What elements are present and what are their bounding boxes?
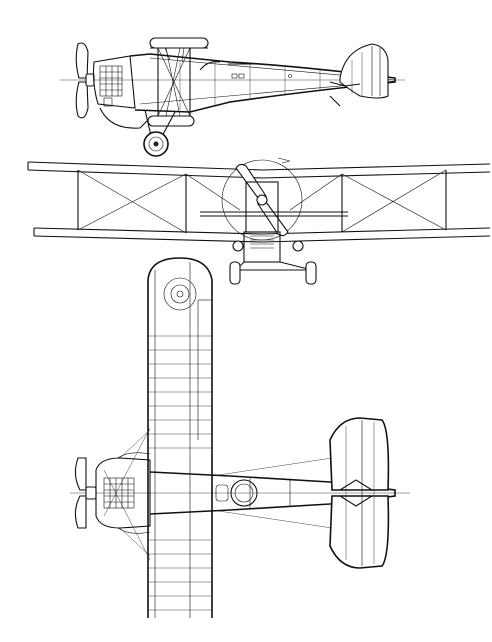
plan-tailplane [329, 417, 390, 569]
plan-engine [95, 452, 151, 534]
plan-wing [147, 257, 213, 618]
side-radiator [99, 107, 149, 129]
roundel [163, 277, 197, 311]
plan-propeller [74, 457, 97, 529]
front-landing-gear [229, 240, 317, 285]
plan-fuselage [149, 471, 396, 515]
plan-bracing [103, 427, 333, 561]
side-propeller [75, 42, 95, 119]
plan-view [70, 257, 410, 618]
side-landing-gear [143, 109, 176, 157]
front-struts [77, 169, 447, 234]
side-engine [92, 55, 136, 109]
front-view [27, 157, 491, 285]
front-lower-wing [33, 227, 491, 243]
front-propeller [235, 163, 289, 237]
front-engine [243, 181, 281, 263]
side-tail [329, 43, 389, 107]
plan-cockpit [230, 479, 258, 507]
side-view [60, 37, 405, 157]
side-wings [147, 37, 209, 127]
front-upper-wing [27, 161, 491, 179]
rotation-arrow-icon [277, 157, 291, 164]
